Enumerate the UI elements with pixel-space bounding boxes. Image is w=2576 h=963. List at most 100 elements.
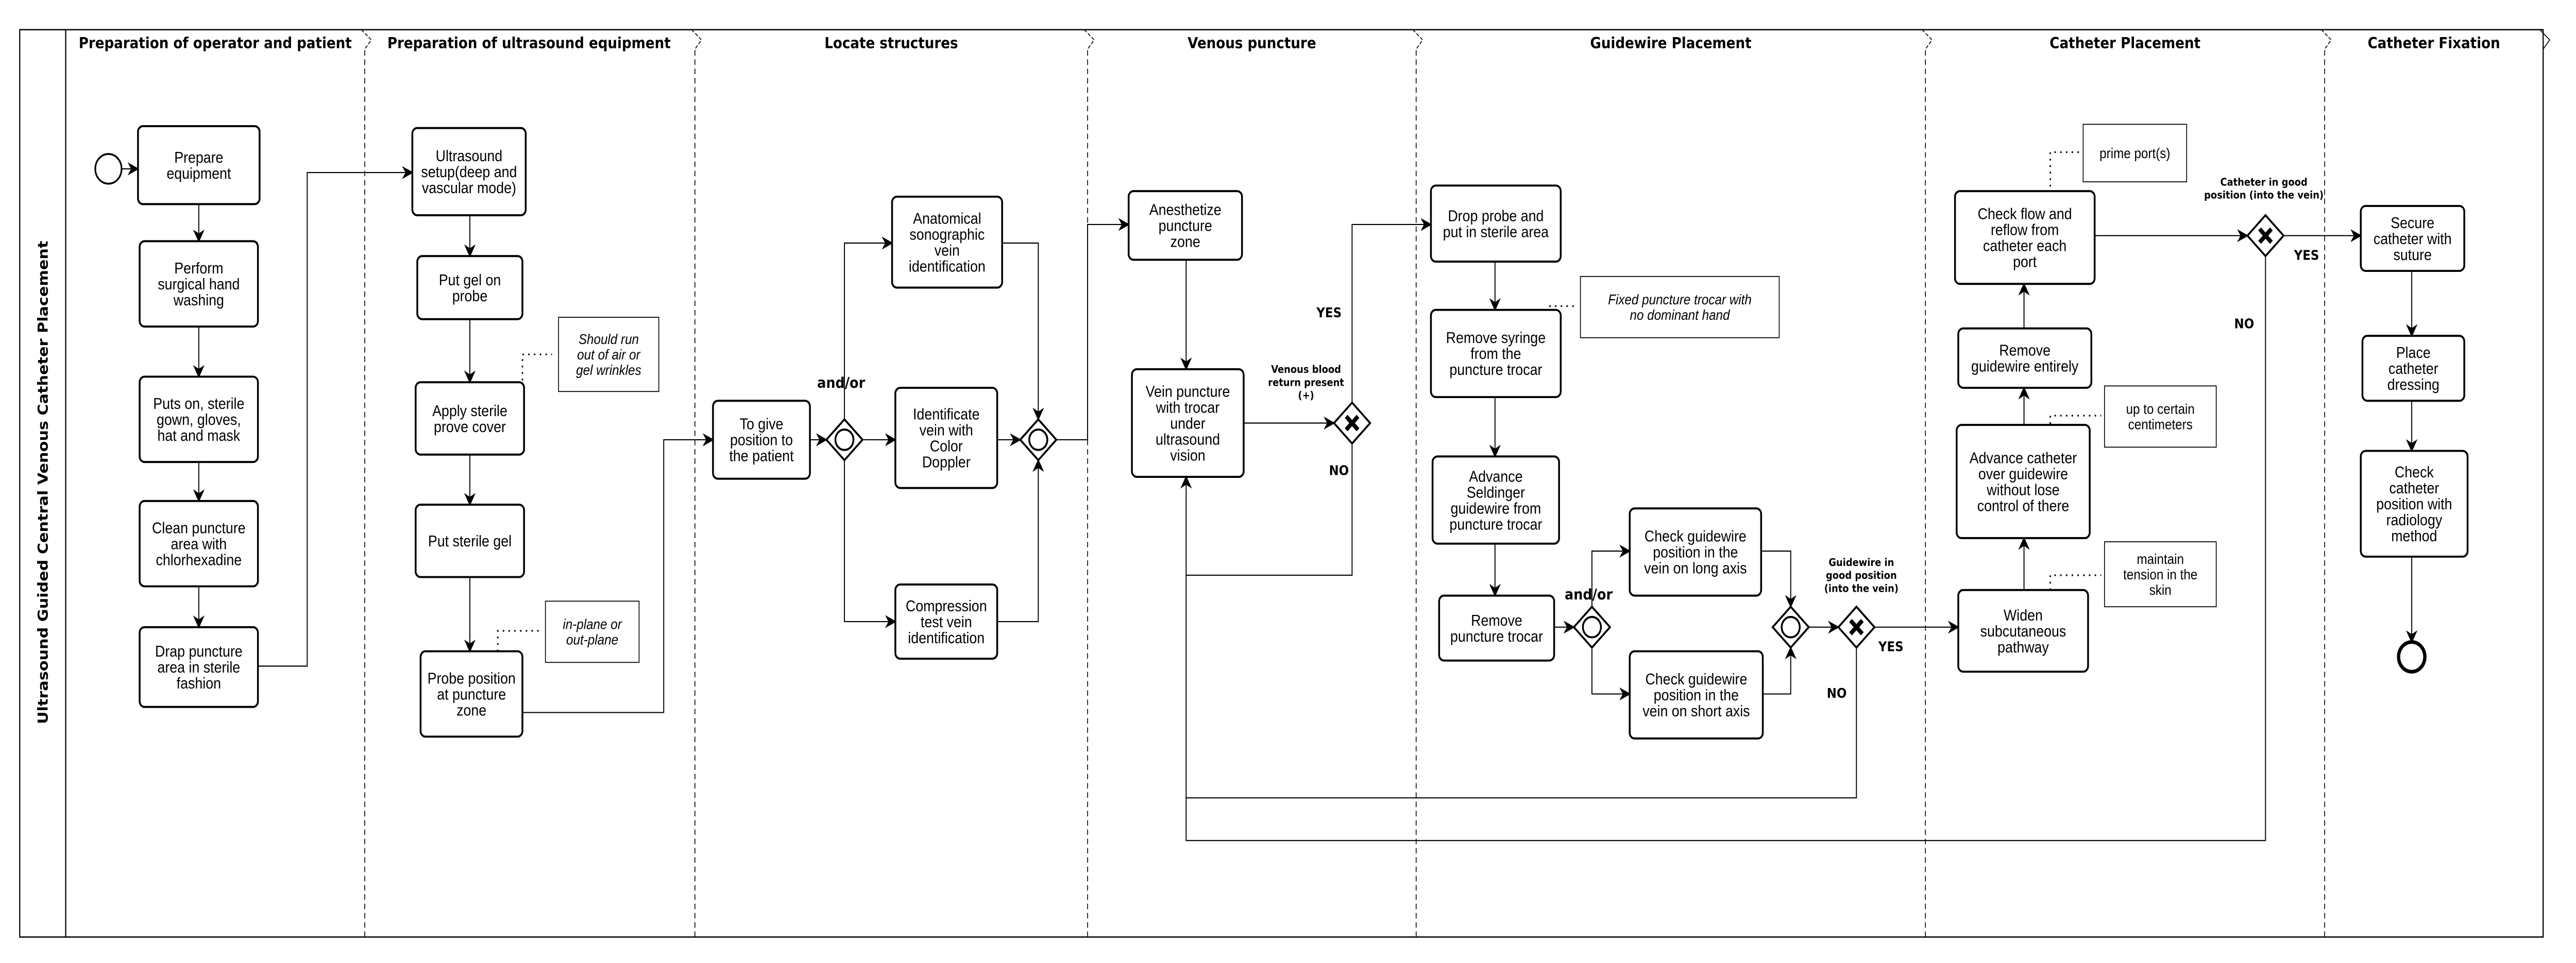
annotation-line: prime port(s) <box>2099 146 2170 162</box>
lane: Preparation of ultrasound equipment <box>387 29 702 937</box>
annotation-box <box>558 317 659 392</box>
circle-icon <box>1582 616 1602 639</box>
task-box[interactable] <box>1431 455 1560 545</box>
task-box[interactable] <box>415 381 525 456</box>
task-box[interactable] <box>1956 424 2091 539</box>
association-line <box>1548 305 1578 319</box>
task-box[interactable] <box>139 500 259 588</box>
task-box[interactable] <box>1954 190 2096 285</box>
task-label-line: radiology <box>2386 512 2443 529</box>
task-label-line: Check guidewire <box>1645 528 1747 545</box>
task-box[interactable] <box>1131 368 1245 478</box>
task[interactable]: Put sterile gel <box>415 504 525 578</box>
task-box[interactable] <box>1127 190 1243 261</box>
task-box[interactable] <box>416 255 523 320</box>
exclusive-gateway <box>1837 605 1876 649</box>
task-box[interactable] <box>894 583 998 660</box>
task-box[interactable] <box>419 650 523 738</box>
associations <box>497 151 2102 651</box>
task-label-line: Seldinger <box>1467 484 1526 502</box>
annotation-line: no dominant hand <box>1630 308 1731 323</box>
task-box[interactable] <box>2360 204 2465 272</box>
inclusive-gateway <box>1572 605 1612 649</box>
task-box[interactable] <box>1957 589 2089 673</box>
task-label-line: setup(deep and <box>421 164 517 181</box>
lane-chevron <box>361 29 372 50</box>
lane-title: Catheter Fixation <box>2368 34 2500 52</box>
task-label-line: Apply sterile <box>432 402 507 420</box>
task-label-line: identification <box>908 629 985 647</box>
inclusive-gateway <box>1019 418 1058 462</box>
task-box[interactable] <box>1957 327 2093 389</box>
task-box[interactable] <box>2361 335 2465 402</box>
task-box[interactable] <box>712 400 811 480</box>
task-box[interactable] <box>415 504 525 578</box>
sequence-flows <box>121 162 2418 841</box>
flow-label-line: good position <box>1826 570 1897 581</box>
x-icon <box>2258 227 2273 244</box>
task-box[interactable] <box>139 375 259 463</box>
task-box[interactable] <box>894 387 998 489</box>
task-label-line: Check <box>2395 464 2434 482</box>
circle-icon <box>834 428 855 451</box>
task-box[interactable] <box>411 127 527 216</box>
task-label-line: position in the <box>1654 687 1739 704</box>
task-label-line: with trocar <box>1156 399 1220 417</box>
association-line <box>521 353 552 381</box>
flow-label: NO <box>1329 462 1349 478</box>
task-box[interactable] <box>139 626 259 708</box>
task-label-line: over guidewire <box>1978 466 2068 483</box>
task-box[interactable] <box>139 240 259 328</box>
task-label-line: gown, gloves, <box>157 411 241 429</box>
annotation-box <box>2104 541 2217 608</box>
task-box[interactable] <box>891 195 1003 289</box>
text-annotation: prime port(s) <box>2082 124 2188 183</box>
task-box[interactable] <box>1629 507 1762 597</box>
task-box[interactable] <box>137 125 261 205</box>
task-box[interactable] <box>1438 594 1555 662</box>
task-box[interactable] <box>1430 308 1562 399</box>
flow-label-line: NO <box>1827 685 1847 701</box>
task-box[interactable] <box>1629 650 1764 740</box>
sequence-flow <box>1056 218 1130 441</box>
task-box[interactable] <box>2360 450 2469 558</box>
task-label-line: at puncture <box>437 686 506 703</box>
task-box[interactable] <box>1430 184 1562 263</box>
pool-title: Ultrasound Guided Central Venous Cathete… <box>35 241 51 724</box>
